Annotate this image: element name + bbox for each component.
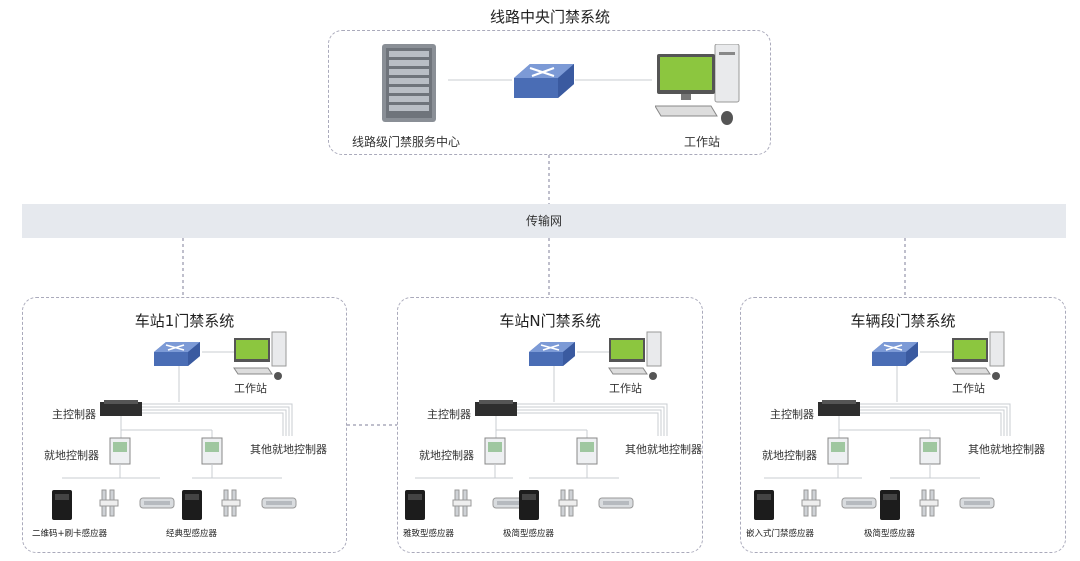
electric-lock-icon — [221, 489, 241, 517]
server-label: 线路级门禁服务中心 — [352, 135, 461, 149]
card-reader-icon — [182, 490, 202, 520]
card-reader-icon — [519, 490, 539, 520]
main-controller-label: 主控制器 — [427, 408, 471, 421]
transmission-network-band: 传输网 — [22, 204, 1066, 238]
reader-right-label: 经典型感应器 — [166, 529, 218, 539]
line-workstation-label: 工作站 — [684, 135, 721, 149]
electric-lock-icon — [801, 489, 821, 517]
station-switch-icon — [872, 342, 918, 366]
line-system-box — [328, 30, 771, 155]
reader-right-label: 极简型感应器 — [864, 529, 916, 539]
local-controller-icon — [827, 437, 849, 465]
main-controller-icon — [100, 400, 142, 416]
station-workstation-label: 工作站 — [234, 382, 267, 395]
door-lock-icon — [959, 497, 995, 509]
reader-left-label: 嵌入式门禁感应器 — [746, 529, 815, 539]
card-reader-icon — [754, 490, 774, 520]
card-reader-icon — [405, 490, 425, 520]
local-controller-label: 就地控制器 — [762, 449, 817, 462]
door-lock-icon — [841, 497, 877, 509]
card-reader-icon — [880, 490, 900, 520]
main-controller-icon — [818, 400, 860, 416]
station-1-title: 车站1门禁系统 — [134, 312, 235, 330]
station-workstation-label: 工作站 — [609, 382, 642, 395]
network-switch-icon — [514, 64, 574, 98]
electric-lock-icon — [919, 489, 939, 517]
station-n-title: 车站N门禁系统 — [499, 312, 601, 330]
station-workstation-icon — [951, 331, 1005, 380]
other-controller-label: 其他就地控制器 — [625, 443, 702, 456]
other-controller-label: 其他就地控制器 — [968, 443, 1045, 456]
station-workstation-icon — [608, 331, 662, 380]
reader-right-label: 极简型感应器 — [503, 529, 555, 539]
local-controller-label: 就地控制器 — [44, 449, 99, 462]
server-rack-icon — [382, 44, 436, 122]
transmission-network-label: 传输网 — [525, 214, 562, 228]
local-controller-label: 就地控制器 — [419, 449, 474, 462]
main-controller-label: 主控制器 — [52, 408, 96, 421]
local-controller-icon — [919, 437, 941, 465]
workstation-icon — [655, 44, 740, 125]
station-n-box — [397, 297, 703, 553]
door-lock-icon — [261, 497, 297, 509]
main-controller-icon — [475, 400, 517, 416]
door-lock-icon — [139, 497, 175, 509]
door-lock-icon — [598, 497, 634, 509]
line-system-title: 线路中央门禁系统 — [489, 8, 610, 26]
reader-left-label: 雅致型感应器 — [403, 529, 455, 539]
main-controller-label: 主控制器 — [770, 408, 814, 421]
card-reader-icon — [52, 490, 72, 520]
electric-lock-icon — [558, 489, 578, 517]
depot-title: 车辆段门禁系统 — [850, 312, 956, 330]
depot-box — [740, 297, 1066, 553]
other-controller-label: 其他就地控制器 — [250, 443, 327, 456]
station-1-box — [22, 297, 347, 553]
electric-lock-icon — [452, 489, 472, 517]
station-workstation-label: 工作站 — [952, 382, 985, 395]
station-workstation-icon — [233, 331, 287, 380]
station-switch-icon — [154, 342, 200, 366]
electric-lock-icon — [99, 489, 119, 517]
reader-left-label: 二维码+刷卡感应器 — [32, 529, 108, 539]
station-switch-icon — [529, 342, 575, 366]
